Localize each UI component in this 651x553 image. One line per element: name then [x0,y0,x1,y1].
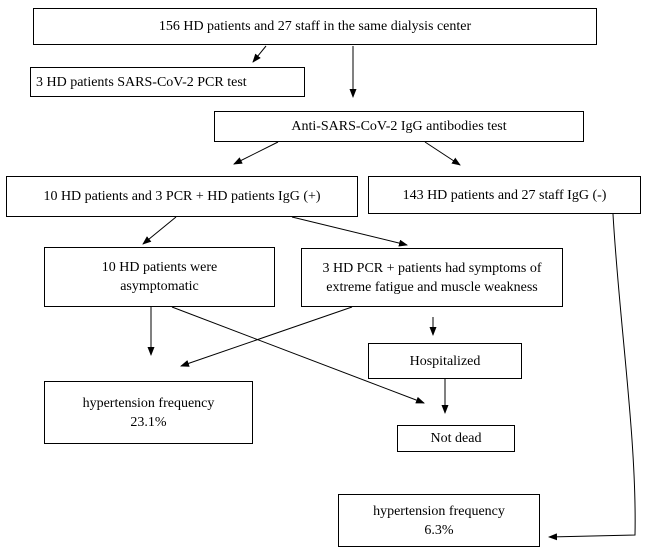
arrow-positive-to-symptomatic [291,216,408,247]
node-label: Anti-SARS-CoV-2 IgG antibodies test [291,119,507,134]
arrow-positive-to-asymptomatic [142,216,177,245]
node-igg-positive: 10 HD patients and 3 PCR + HD patients I… [6,176,358,217]
node-label-line2: extreme fatigue and muscle weakness [326,279,538,295]
node-not-dead: Not dead [397,425,515,452]
node-label-line2: 23.1% [130,414,167,430]
node-label-line1: 10 HD patients were [101,260,218,275]
node-label-line2: asymptomatic [120,279,199,294]
node-label-line1: 3 HD PCR + patients had symptoms of [322,260,542,276]
node-label: Not dead [430,431,482,446]
node-asymptomatic: 10 HD patients were asymptomatic [44,247,275,307]
node-hospitalized: Hospitalized [368,343,522,379]
arrow-top-to-pcr [252,45,267,63]
node-pcr-test: 3 HD patients SARS-CoV-2 PCR test [30,67,305,97]
node-label: Hospitalized [409,353,481,369]
arrow-igg-test-to-negative [424,141,461,166]
node-symptomatic: 3 HD PCR + patients had symptoms of extr… [301,248,563,307]
node-label: 143 HD patients and 27 staff IgG (-) [402,187,607,203]
node-label: 156 HD patients and 27 staff in the same… [158,19,472,34]
node-hypertension-positive: hypertension frequency 23.1% [44,381,253,444]
arrow-igg-test-to-positive [233,141,279,165]
node-dialysis-center-population: 156 HD patients and 27 staff in the same… [33,8,597,45]
node-label-line1: hypertension frequency [82,395,215,411]
node-label: 3 HD patients SARS-CoV-2 PCR test [36,74,247,90]
node-label-line2: 6.3% [424,522,454,538]
node-label-line1: hypertension frequency [373,503,505,519]
node-igg-antibody-test: Anti-SARS-CoV-2 IgG antibodies test [214,111,584,142]
node-igg-negative: 143 HD patients and 27 staff IgG (-) [368,176,641,214]
node-label: 10 HD patients and 3 PCR + HD patients I… [43,189,321,204]
node-hypertension-negative: hypertension frequency 6.3% [338,494,540,547]
arrow-symptomatic-to-htn [180,306,353,367]
